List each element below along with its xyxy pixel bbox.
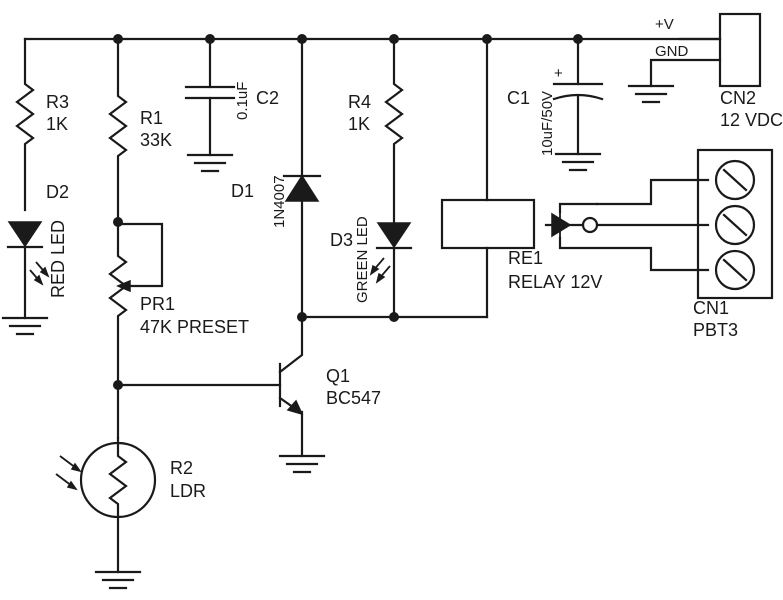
r1-resistor: [108, 37, 128, 224]
relay-contacts: [544, 178, 710, 272]
d2-ground-symbol: [1, 316, 49, 336]
c1-ref-label: C1: [507, 88, 530, 108]
c2-ref-label: C2: [256, 88, 279, 108]
cn2-vplus-label: +V: [655, 16, 674, 33]
r2-value-label: LDR: [170, 481, 206, 501]
c1-capacitor: [552, 37, 604, 156]
q1-transistor: [278, 315, 304, 458]
r2-ldr: [55, 383, 157, 574]
r4-ref-label: R4: [348, 92, 371, 112]
d3-value-label: GREEN LED: [354, 216, 371, 303]
r1-value-label: 33K: [140, 130, 172, 150]
r3-value-label: 1K: [46, 114, 68, 134]
r2-ref-label: R2: [170, 458, 193, 478]
c1-polarity-mark: +: [554, 65, 563, 82]
r3-resistor: [15, 37, 35, 212]
d3-green-led: [369, 222, 413, 319]
d1-value-label: 1N4007: [271, 175, 288, 228]
c1-ground-symbol: [554, 152, 602, 172]
c1-value-label: 10uF/50V: [539, 91, 556, 156]
re1-relay-coil: [440, 37, 536, 319]
cn2-gnd-label: GND: [655, 43, 689, 60]
cn1-value-label: PBT3: [693, 320, 738, 340]
d2-ref-label: D2: [46, 182, 69, 202]
r4-resistor: [384, 37, 404, 224]
pr1-value-label: 47K PRESET: [140, 317, 249, 337]
r3-ref-label: R3: [46, 92, 69, 112]
re1-ref-label: RE1: [508, 248, 543, 268]
q1-value-label: BC547: [326, 388, 381, 408]
c2-capacitor: [184, 37, 236, 157]
re1-value-label: RELAY 12V: [508, 272, 602, 292]
cn2-connector: [649, 12, 762, 88]
c2-ground-symbol: [186, 153, 234, 173]
cn2-ref-label: CN2: [720, 88, 756, 108]
c2-value-label: 0.1uF: [234, 82, 251, 120]
d3-ref-label: D3: [330, 230, 353, 250]
cn1-terminal-block: [696, 148, 774, 300]
d2-value-label: RED LED: [48, 220, 68, 298]
pr1-preset: [108, 220, 164, 387]
r1-ref-label: R1: [140, 108, 163, 128]
cn1-ref-label: CN1: [693, 298, 729, 318]
cn2-ground-symbol: [627, 84, 675, 104]
q1-ground-symbol: [278, 454, 326, 474]
r4-value-label: 1K: [348, 114, 370, 134]
d1-ref-label: D1: [231, 181, 254, 201]
r2-ground-symbol: [94, 570, 142, 590]
q1-ref-label: Q1: [326, 366, 350, 386]
d1-diode: [282, 37, 322, 319]
pr1-ref-label: PR1: [140, 294, 175, 314]
d2-red-led: [6, 221, 50, 320]
cn2-value-label: 12 VDC: [720, 110, 783, 130]
